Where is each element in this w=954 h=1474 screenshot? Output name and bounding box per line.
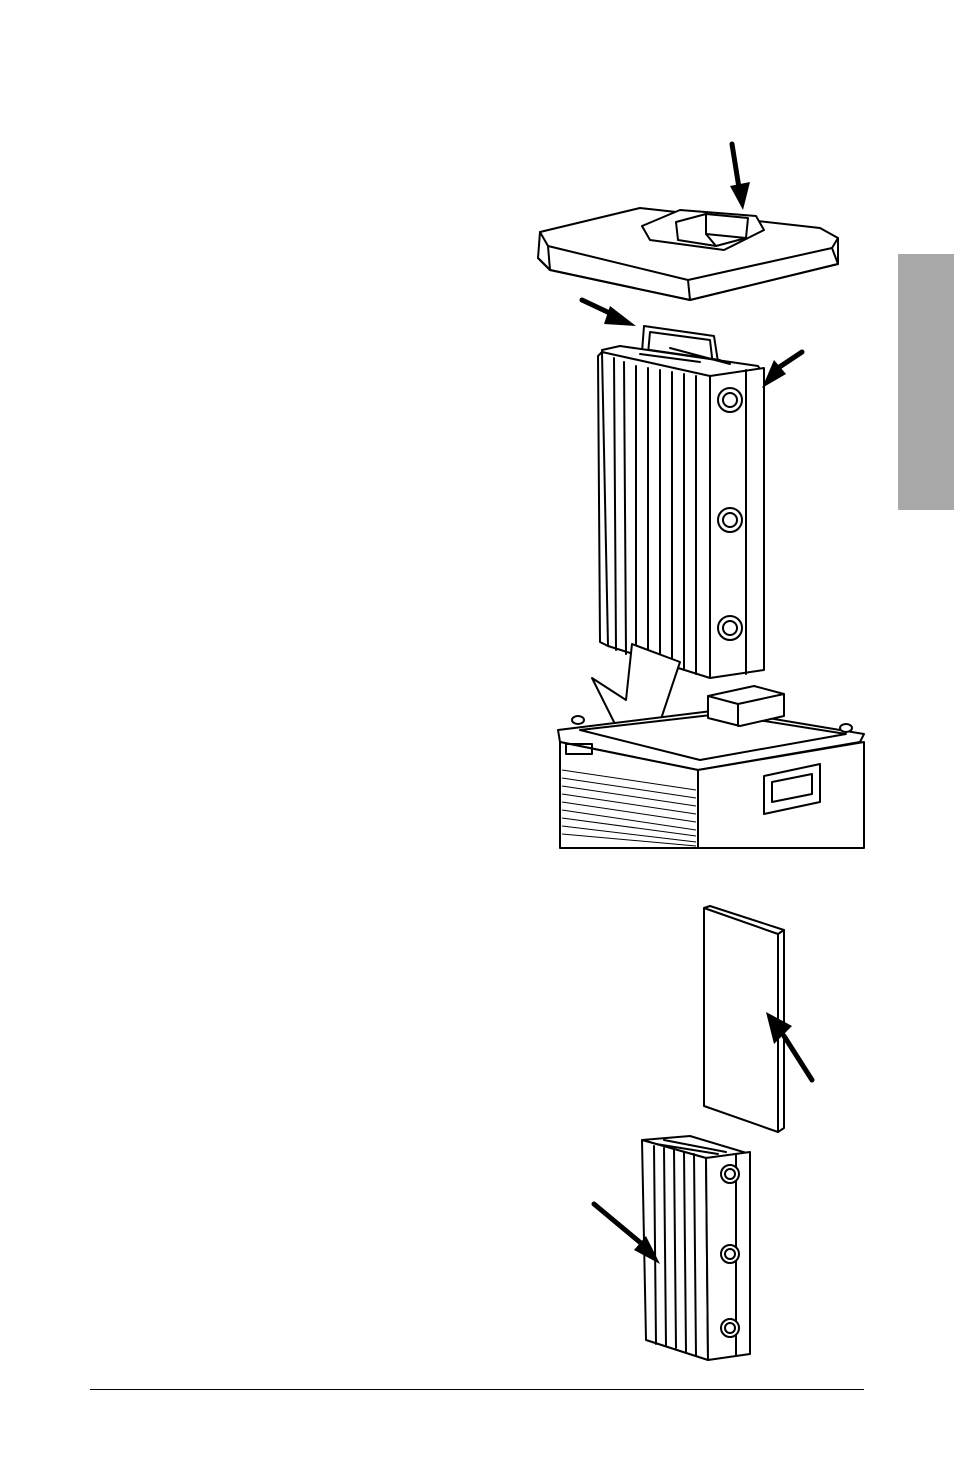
section-tab [898, 254, 954, 510]
callout-arrow [730, 144, 750, 210]
filter-replacement-illustration [580, 900, 840, 1370]
callout-arrow [762, 352, 802, 388]
callout-arrow [582, 300, 636, 326]
heater-base [558, 686, 864, 848]
filter-cartridge [642, 1136, 750, 1360]
top-cover [538, 208, 838, 300]
exploded-view-illustration [520, 130, 880, 860]
filter-cartridge [598, 326, 764, 678]
footer-rule [90, 1389, 864, 1390]
